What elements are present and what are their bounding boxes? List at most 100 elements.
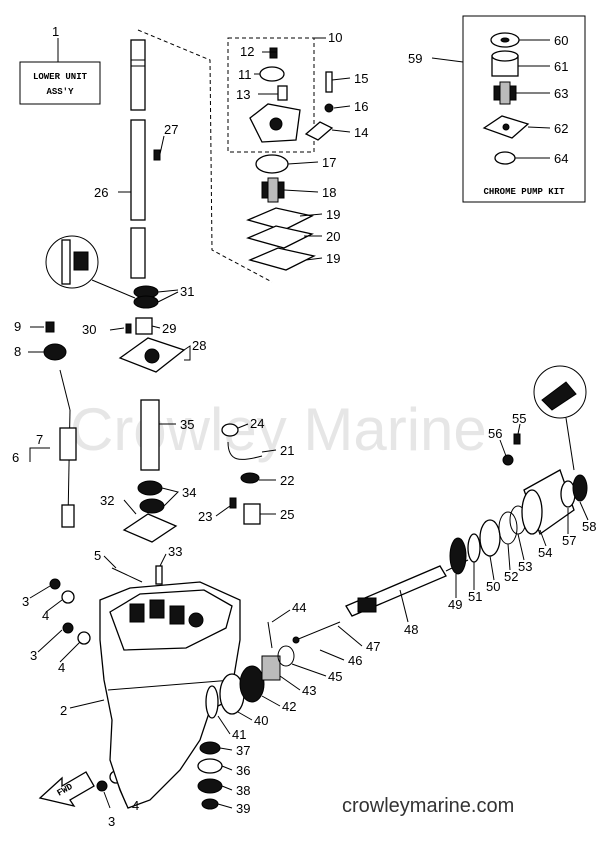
callout-63: 63 [554, 86, 568, 101]
lower-unit-assy-label: LOWER UNIT ASS'Y [19, 38, 101, 105]
callout-21: 21 [280, 443, 294, 458]
part-51-washer [467, 533, 481, 563]
part-13-pin [277, 85, 288, 101]
callout-17: 17 [322, 155, 336, 170]
part-27-pin [153, 149, 161, 161]
part-41-shim [205, 685, 219, 719]
part-24-grommet [221, 423, 239, 437]
part-38-gear [197, 778, 223, 794]
part-8-grommet [43, 343, 67, 361]
callout-47: 47 [366, 639, 380, 654]
part-11-insert [259, 66, 285, 82]
callout-4b: 4 [58, 660, 65, 675]
bolts-3-4-group-b [62, 622, 91, 645]
part-12-screw [269, 47, 278, 59]
callout-13: 13 [236, 87, 250, 102]
part-29-bushing [135, 317, 153, 335]
part-31-bushing-b [133, 295, 159, 309]
callout-45: 45 [328, 669, 342, 684]
callout-55: 55 [512, 411, 526, 426]
callout-20: 20 [326, 229, 340, 244]
callout-31: 31 [180, 284, 194, 299]
callout-35: 35 [180, 417, 194, 432]
callout-27: 27 [164, 122, 178, 137]
callout-5: 5 [94, 548, 101, 563]
callout-4c: 4 [132, 798, 139, 813]
part-5-bolt [111, 567, 143, 583]
part-55-bolt [513, 433, 521, 445]
part-56-washer [502, 454, 514, 466]
callout-38: 38 [236, 783, 250, 798]
part-43-clutch [261, 655, 281, 681]
callout-40: 40 [254, 713, 268, 728]
callout-59: 59 [408, 51, 422, 66]
part-20-plate [246, 225, 314, 249]
callout-50: 50 [486, 579, 500, 594]
part-30-pin [125, 323, 132, 334]
callout-48: 48 [404, 622, 418, 637]
callout-42: 42 [282, 699, 296, 714]
callout-30: 30 [82, 322, 96, 337]
part-36-bearing [197, 758, 223, 774]
callout-29: 29 [162, 321, 176, 336]
part-15-bolt [325, 71, 333, 93]
part-52-o-ring [498, 511, 518, 545]
part-45-spring [277, 645, 295, 667]
callout-32: 32 [100, 493, 114, 508]
part-44-cross-pin [267, 621, 273, 649]
part-19-gasket-upper [246, 207, 314, 231]
callout-61: 61 [554, 59, 568, 74]
part-35-water-tube [140, 399, 160, 471]
callout-4a: 4 [42, 608, 49, 623]
callout-58: 58 [582, 519, 596, 534]
part-2-lower-case [99, 581, 241, 809]
callout-3a: 3 [22, 594, 29, 609]
callout-33: 33 [168, 544, 182, 559]
part-18-impeller [261, 177, 285, 203]
callout-3b: 3 [30, 648, 37, 663]
callout-64: 64 [554, 151, 568, 166]
callout-7: 7 [36, 432, 43, 447]
part-6-shift-rod [59, 369, 77, 528]
footer-site-name: crowleymarine.com [342, 795, 514, 817]
callout-14: 14 [354, 125, 368, 140]
callout-24: 24 [250, 416, 264, 431]
part-50-bearing [479, 519, 501, 557]
callout-43: 43 [302, 683, 316, 698]
callout-44: 44 [292, 600, 306, 615]
callout-labels: 1 2 3 3 3 4 4 4 5 6 7 8 9 10 11 12 13 14… [12, 24, 596, 829]
callout-56: 56 [488, 426, 502, 441]
callout-62: 62 [554, 121, 568, 136]
part-54-bearing-housing [521, 469, 575, 536]
callout-57: 57 [562, 533, 576, 548]
callout-1: 1 [52, 24, 59, 39]
bolts-3-4-group-a [49, 578, 75, 604]
part-39-nut [201, 798, 219, 810]
part-32-plate [122, 513, 178, 543]
part-46-plunger [295, 621, 341, 641]
part-63-impeller [493, 81, 517, 105]
callout-19b: 19 [326, 251, 340, 266]
callout-12: 12 [240, 44, 254, 59]
callout-11: 11 [238, 67, 252, 82]
callout-6: 6 [12, 450, 19, 465]
part-22-seal [240, 472, 260, 484]
part-33-dowel [155, 565, 163, 585]
callout-39: 39 [236, 801, 250, 816]
callout-28: 28 [192, 338, 206, 353]
part-9-screw [45, 321, 55, 333]
callout-15: 15 [354, 71, 368, 86]
part-34-grommet-b [139, 498, 165, 514]
callout-19a: 19 [326, 207, 340, 222]
part-14-plate [304, 121, 334, 141]
detail-circle-left [45, 235, 136, 299]
lower-unit-line2: ASS'Y [46, 87, 74, 97]
callout-9: 9 [14, 319, 21, 334]
callout-53: 53 [518, 559, 532, 574]
callout-25: 25 [280, 507, 294, 522]
part-37-seal [199, 741, 221, 755]
callout-41: 41 [232, 727, 246, 742]
callout-49: 49 [448, 597, 462, 612]
part-58-seal [572, 474, 588, 502]
callout-60: 60 [554, 33, 568, 48]
